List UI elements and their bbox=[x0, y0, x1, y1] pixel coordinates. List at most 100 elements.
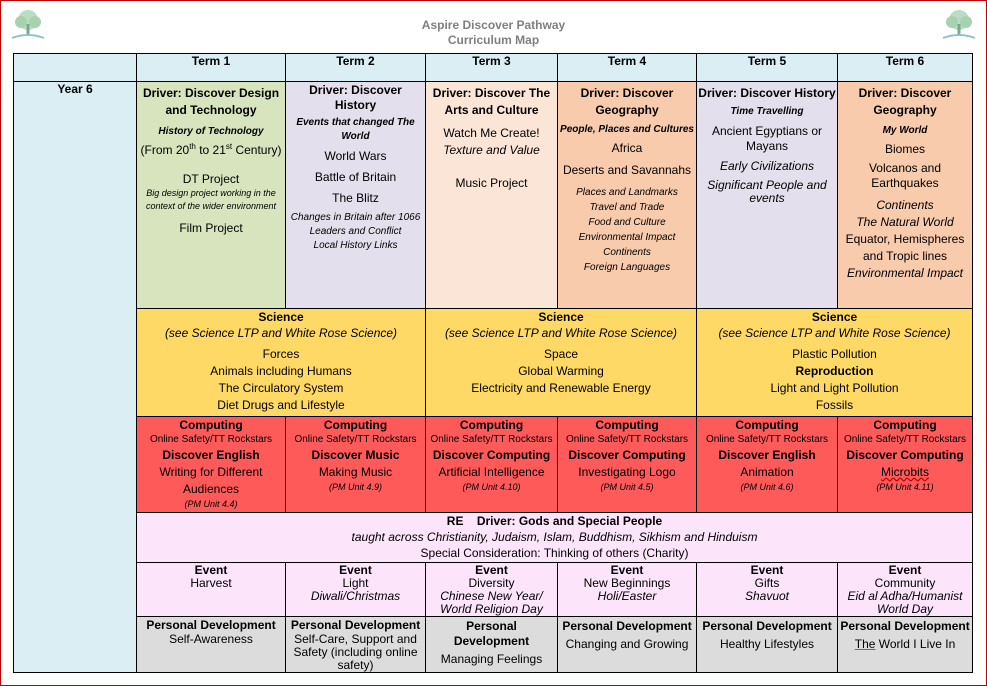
pd-topic: The World I Live In bbox=[854, 637, 956, 651]
event-detail: Holi/Easter bbox=[597, 589, 657, 603]
computing-row: Computing Online Safety/TT Rockstars Dis… bbox=[14, 416, 973, 513]
science-note: (see Science LTP and White Rose Science) bbox=[444, 326, 678, 340]
pd-cell-1: Personal Development Self-Awareness bbox=[136, 616, 286, 673]
driver-item: Texture and Value bbox=[443, 143, 540, 157]
driver-item: Food and Culture bbox=[588, 217, 666, 228]
science-cell-2: Science (see Science LTP and White Rose … bbox=[425, 308, 697, 417]
computing-title: Computing bbox=[323, 418, 388, 432]
science-cell-1: Science (see Science LTP and White Rose … bbox=[136, 308, 426, 417]
driver-cell-5: Driver: Discover History Time Travelling… bbox=[696, 81, 838, 309]
computing-subject: Discover Computing bbox=[432, 448, 551, 462]
driver-title: Driver: Discover Geography bbox=[580, 86, 674, 117]
driver-title: Driver: Discover The Arts and Culture bbox=[432, 86, 551, 117]
driver-item: Biomes bbox=[884, 142, 925, 156]
science-topic: Electricity and Renewable Energy bbox=[471, 381, 651, 395]
computing-safety: Online Safety/TT Rockstars bbox=[294, 434, 417, 445]
computing-unit: (PM Unit 4.4) bbox=[184, 499, 238, 509]
event-label: Event bbox=[339, 563, 372, 577]
driver-cell-6: Driver: Discover Geography My World Biom… bbox=[837, 81, 973, 309]
term-header-4: Term 4 bbox=[557, 53, 697, 82]
header-corner bbox=[13, 53, 137, 82]
driver-subtitle: History of Technology bbox=[158, 126, 264, 137]
event-label: Event bbox=[610, 563, 644, 577]
computing-topic: Animation bbox=[740, 465, 794, 479]
computing-title: Computing bbox=[459, 418, 524, 432]
driver-item: Volcanos and Earthquakes bbox=[868, 161, 942, 190]
driver-cell-3: Driver: Discover The Arts and Culture Wa… bbox=[425, 81, 558, 309]
driver-item: DT Project bbox=[182, 172, 240, 186]
event-cell-1: Event Harvest bbox=[136, 562, 286, 617]
term-header-1: Term 1 bbox=[136, 53, 286, 82]
re-label: RE bbox=[446, 514, 464, 528]
event-name: Gifts bbox=[754, 576, 780, 590]
term-header-5: Term 5 bbox=[696, 53, 838, 82]
event-label: Event bbox=[475, 563, 508, 577]
driver-title: Driver: Discover History bbox=[698, 86, 836, 100]
event-name: Harvest bbox=[190, 576, 232, 590]
science-title: Science bbox=[811, 310, 858, 324]
driver-item: The Blitz bbox=[332, 191, 379, 205]
driver-item: Music Project bbox=[455, 176, 528, 190]
driver-item: Watch Me Create! bbox=[443, 126, 540, 140]
computing-cell-4: Computing Online Safety/TT Rockstars Dis… bbox=[557, 416, 697, 513]
computing-safety: Online Safety/TT Rockstars bbox=[843, 434, 967, 445]
computing-unit: (PM Unit 4.6) bbox=[740, 482, 794, 492]
pd-label: Personal Development bbox=[290, 618, 421, 632]
page-title: Aspire Discover Pathway bbox=[421, 18, 566, 32]
computing-title: Computing bbox=[179, 418, 243, 432]
pd-topic: Self-Care, Support and Safety (including… bbox=[293, 632, 418, 672]
computing-title: Computing bbox=[735, 418, 799, 432]
science-topic: The Circulatory System bbox=[218, 381, 344, 395]
re-taught: taught across Christianity, Judaism, Isl… bbox=[351, 530, 758, 544]
driver-item: Equator, Hemispheres and Tropic lines bbox=[845, 232, 965, 263]
term-header-6: Term 6 bbox=[837, 53, 973, 82]
driver-item: Deserts and Savannahs bbox=[562, 163, 692, 177]
pd-label: Personal Development bbox=[146, 618, 276, 632]
driver-title: Driver: Discover Geography bbox=[858, 86, 952, 117]
pd-cell-6: Personal Development The World I Live In bbox=[837, 616, 973, 673]
pd-label: Personal Development bbox=[453, 619, 530, 648]
computing-safety: Online Safety/TT Rockstars bbox=[565, 434, 689, 445]
science-title: Science bbox=[538, 310, 584, 324]
computing-topic: Writing for Different Audiences bbox=[159, 465, 263, 496]
driver-subtitle: My World bbox=[882, 125, 928, 136]
computing-unit: (PM Unit 4.5) bbox=[600, 482, 654, 492]
event-detail: Diwali/Christmas bbox=[310, 589, 401, 603]
science-topic: Space bbox=[543, 347, 579, 361]
computing-topic: Investigating Logo bbox=[578, 465, 676, 479]
driver-subtitle: People, Places and Cultures bbox=[560, 124, 694, 135]
driver-cell-4: Driver: Discover Geography People, Place… bbox=[557, 81, 697, 309]
event-label: Event bbox=[194, 563, 228, 577]
driver-item: Travel and Trade bbox=[589, 202, 665, 213]
science-cell-3: Science (see Science LTP and White Rose … bbox=[696, 308, 973, 417]
science-note: (see Science LTP and White Rose Science) bbox=[164, 326, 398, 340]
computing-subject: Discover Computing bbox=[568, 448, 686, 462]
re-heading: RE Driver: Gods and Special People bbox=[138, 514, 971, 529]
event-cell-6: Event Community Eid al Adha/Humanist Wor… bbox=[837, 562, 973, 617]
event-detail: Shavuot bbox=[744, 589, 790, 603]
science-row: Science (see Science LTP and White Rose … bbox=[14, 308, 973, 417]
page-subtitle: Curriculum Map bbox=[447, 33, 540, 47]
computing-subject: Discover English bbox=[718, 448, 816, 462]
science-topic: Global Warming bbox=[518, 364, 604, 378]
pd-label: Personal Development bbox=[702, 619, 832, 633]
science-topic: Fossils bbox=[815, 398, 854, 412]
science-topic: Light and Light Pollution bbox=[770, 381, 899, 395]
driver-range: (From 20th to 21st Century) bbox=[140, 142, 282, 157]
event-detail: Chinese New Year/ World Religion Day bbox=[440, 589, 543, 616]
computing-safety: Online Safety/TT Rockstars bbox=[430, 434, 553, 445]
pd-cell-2: Personal Development Self-Care, Support … bbox=[285, 616, 426, 673]
pd-topic: Changing and Growing bbox=[565, 637, 689, 651]
event-cell-3: Event Diversity Chinese New Year/ World … bbox=[425, 562, 558, 617]
curriculum-map-table: Term 1 Term 2 Term 3 Term 4 Term 5 Term … bbox=[13, 53, 973, 673]
computing-subject: Discover Computing bbox=[846, 448, 964, 462]
computing-cell-2: Computing Online Safety/TT Rockstars Dis… bbox=[285, 416, 426, 513]
science-topic: Reproduction bbox=[795, 364, 874, 378]
pd-topic: Self-Awareness bbox=[169, 632, 253, 646]
term-header-2: Term 2 bbox=[285, 53, 426, 82]
driver-item: Africa bbox=[611, 141, 643, 155]
computing-topic: Artificial Intelligence bbox=[438, 465, 545, 479]
science-topic: Forces bbox=[262, 347, 300, 361]
driver-cell-2: Driver: Discover History Events that cha… bbox=[285, 81, 426, 309]
driver-item: Leaders and Conflict bbox=[309, 226, 402, 237]
